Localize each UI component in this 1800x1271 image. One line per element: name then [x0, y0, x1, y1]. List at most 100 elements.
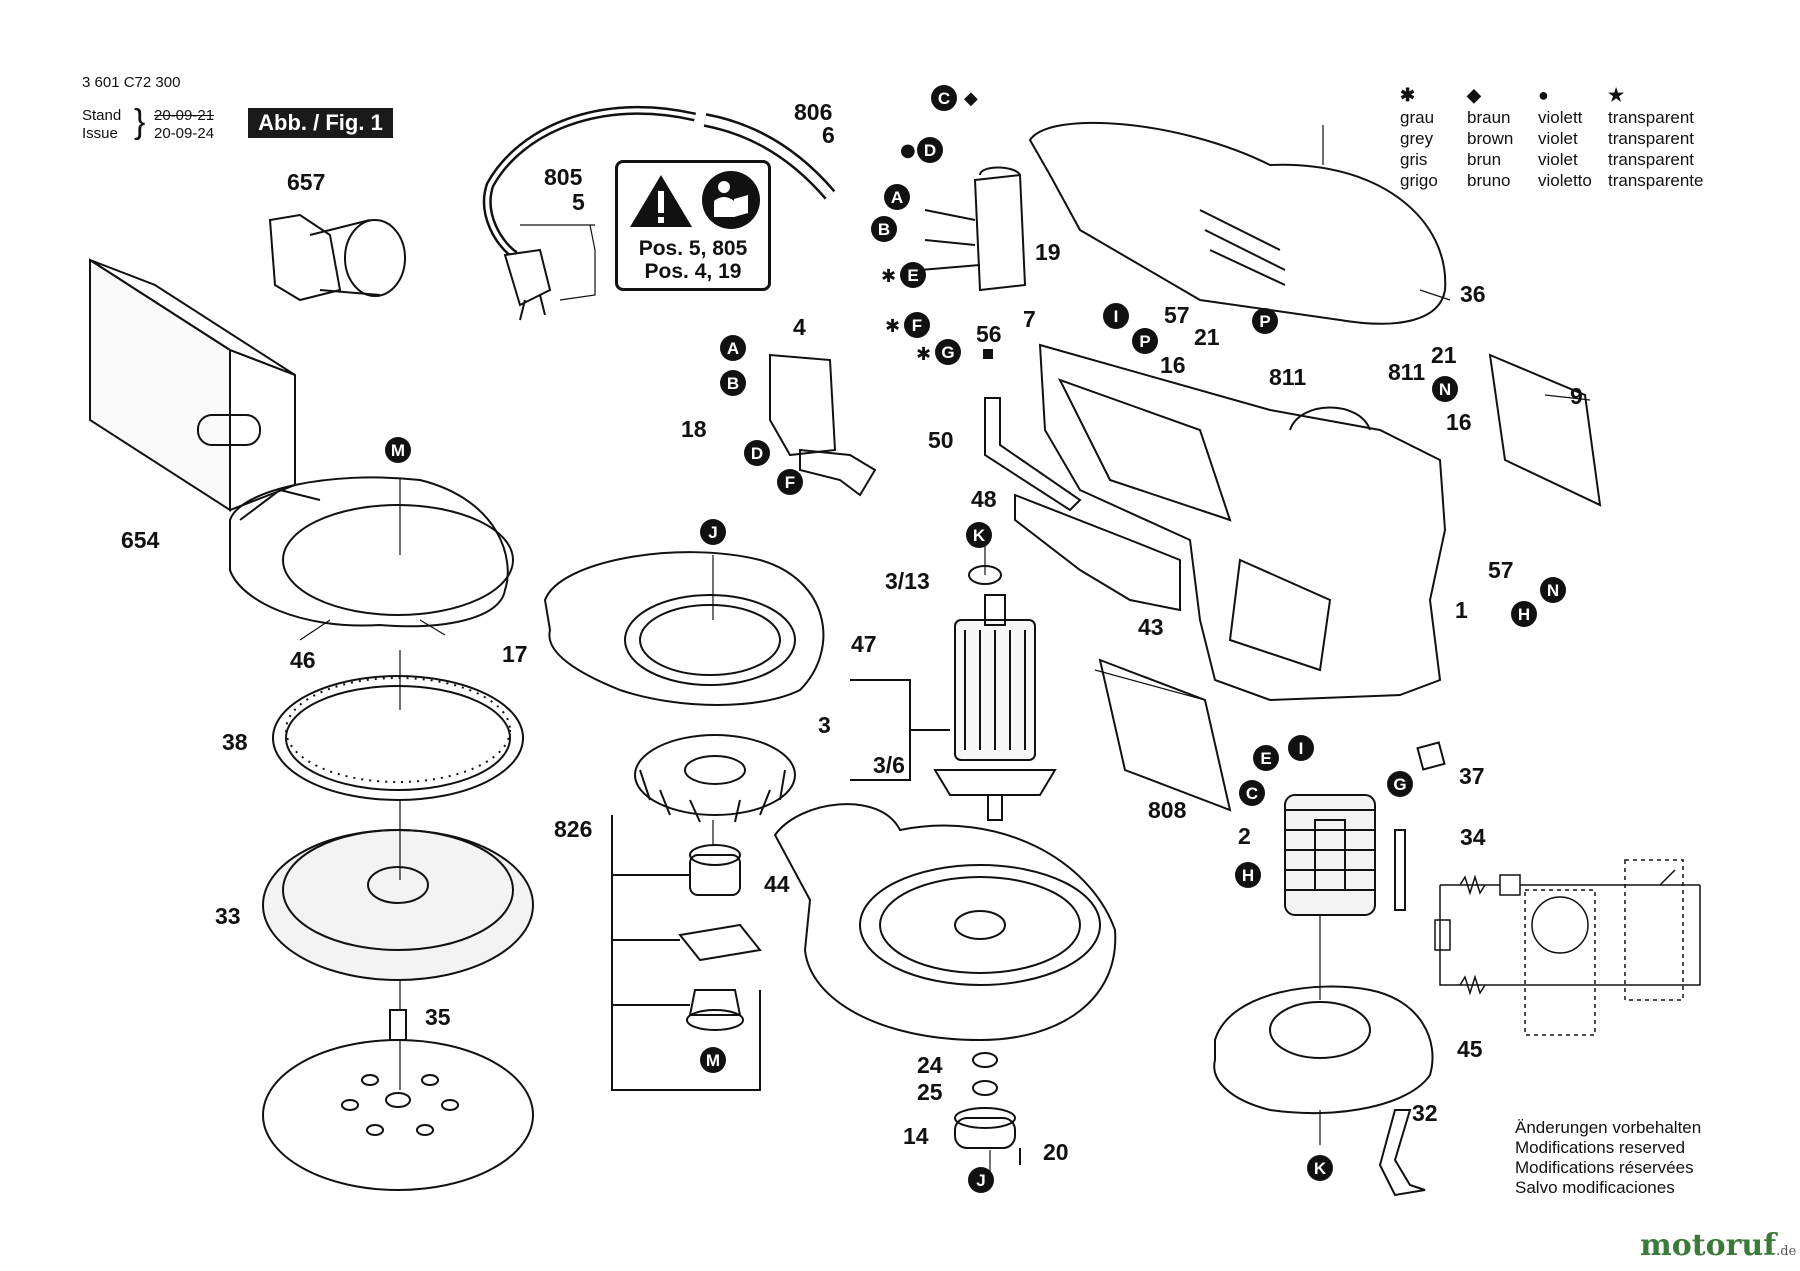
part-808-plate: [1098, 658, 1232, 812]
legend-entry: brun: [1467, 150, 1502, 169]
marker-m: M: [385, 437, 411, 463]
part-label: 34: [1460, 824, 1486, 850]
part-4-switch: [769, 353, 877, 497]
part-label: 1: [1455, 597, 1468, 623]
asterisk-symbol: ✱: [885, 316, 900, 337]
part-label: 16: [1160, 352, 1186, 378]
part-label: 21: [1194, 324, 1220, 350]
marker-letter: B: [727, 374, 739, 393]
marker-letter: P: [1139, 332, 1150, 351]
part-45-base-plate: [1213, 985, 1434, 1115]
marker-letter: I: [1114, 307, 1119, 326]
legend-entry: transparent: [1608, 129, 1694, 148]
part-label: 811: [1388, 359, 1425, 385]
marker-letter: J: [708, 523, 717, 542]
part-label: 20: [1043, 1139, 1069, 1165]
marker-letter: H: [1518, 605, 1530, 624]
issue-date: 20-09-24: [154, 125, 215, 142]
marker-g: G: [1387, 771, 1413, 797]
marker-letter: D: [924, 141, 936, 160]
part-label: 5: [572, 189, 585, 215]
legend-entry: transparente: [1608, 171, 1704, 190]
diamond-symbol: ◆: [964, 88, 978, 109]
part-label: 657: [287, 169, 325, 195]
part-label: 3: [818, 712, 831, 738]
part-label: 9: [1570, 383, 1583, 409]
marker-c: C: [931, 85, 957, 111]
part-label: 38: [222, 729, 248, 755]
watermark: motoruf.de: [1640, 1228, 1796, 1263]
doc-number: 3 601 C72 300: [82, 74, 181, 91]
part-label: 37: [1459, 763, 1485, 789]
read-manual-icon: [702, 171, 760, 229]
leader-lines: [299, 125, 1591, 1180]
part-label: 35: [425, 1004, 451, 1030]
modification-note: Änderungen vorbehalten Modifications res…: [1515, 1118, 1701, 1198]
warning-box: Pos. 5, 805 Pos. 4, 19: [615, 160, 771, 291]
marker-k: K: [1307, 1155, 1333, 1181]
part-label: 2: [1238, 823, 1251, 849]
part-label: 21: [1431, 342, 1457, 368]
part-33-sanding-pad: [262, 829, 534, 981]
part-38-ring: [272, 675, 524, 801]
sanding-sheet: [262, 1039, 534, 1191]
marker-letter: F: [912, 316, 922, 335]
marker-letter: B: [878, 220, 890, 239]
note-line: Änderungen vorbehalten: [1515, 1118, 1702, 1137]
figure-label: Abb. / Fig. 1: [248, 108, 393, 138]
part-37-clip: [1416, 741, 1446, 771]
part-label: 19: [1035, 239, 1061, 265]
warning-line-1: Pos. 5, 805: [638, 237, 748, 260]
part-48-rail: [1014, 493, 1181, 612]
marker-letter: A: [891, 188, 903, 207]
note-line: Modifications réservées: [1515, 1158, 1694, 1177]
part-826-fan: [634, 734, 796, 823]
part-9-plate: [1488, 353, 1602, 507]
part-label: 47: [851, 631, 877, 657]
marker-e: E: [900, 262, 926, 288]
part-label: 654: [121, 527, 160, 553]
part-805-power-cord: [482, 105, 836, 321]
legend-symbol: ★: [1608, 85, 1625, 105]
part-label: 3/13: [885, 568, 930, 594]
marker-letter: E: [1260, 749, 1271, 768]
marker-a: A: [720, 335, 746, 361]
marker-letter: I: [1299, 739, 1304, 758]
marker-c: C: [1239, 780, 1265, 806]
part-label: 25: [917, 1079, 943, 1105]
part-32-hook: [1378, 1109, 1426, 1197]
parts-24-25-14-bearings: [954, 1052, 1021, 1165]
marker-letter: E: [907, 266, 918, 285]
marker-letter: D: [751, 444, 763, 463]
square-symbol: [983, 349, 993, 359]
marker-letter: J: [976, 1171, 985, 1190]
part-label: 57: [1164, 302, 1190, 328]
marker-f: F: [904, 312, 930, 338]
marker-d: D: [917, 137, 943, 163]
marker-letter: C: [1246, 784, 1258, 803]
warning-line-2: Pos. 4, 19: [644, 260, 742, 283]
marker-p: P: [1252, 308, 1278, 334]
warning-triangle-icon: [630, 175, 692, 227]
legend-symbol: ✱: [1400, 85, 1416, 105]
part-label: 808: [1148, 797, 1187, 823]
part-label: 7: [1023, 306, 1036, 332]
part-label: 46: [290, 647, 316, 673]
legend-symbol: ◆: [1467, 85, 1481, 105]
part-label: 826: [554, 816, 592, 842]
marker-b: B: [720, 370, 746, 396]
marker-letter: G: [941, 343, 954, 362]
issue-label: Issue: [82, 125, 118, 142]
part-36-top-cover: [1028, 121, 1447, 325]
part-label: 56: [976, 321, 1002, 347]
legend-entry: violet: [1538, 150, 1578, 169]
legend-entry: violetto: [1538, 171, 1592, 190]
circuit-diagram: [1434, 859, 1701, 1036]
marker-i: I: [1103, 303, 1129, 329]
part-35-screw: [389, 1009, 407, 1041]
stand-label: Stand: [82, 107, 122, 124]
legend-entry: grey: [1400, 129, 1434, 148]
marker-letter: G: [1393, 775, 1406, 794]
marker-letter: A: [727, 339, 739, 358]
part-3-armature: [850, 565, 1057, 821]
